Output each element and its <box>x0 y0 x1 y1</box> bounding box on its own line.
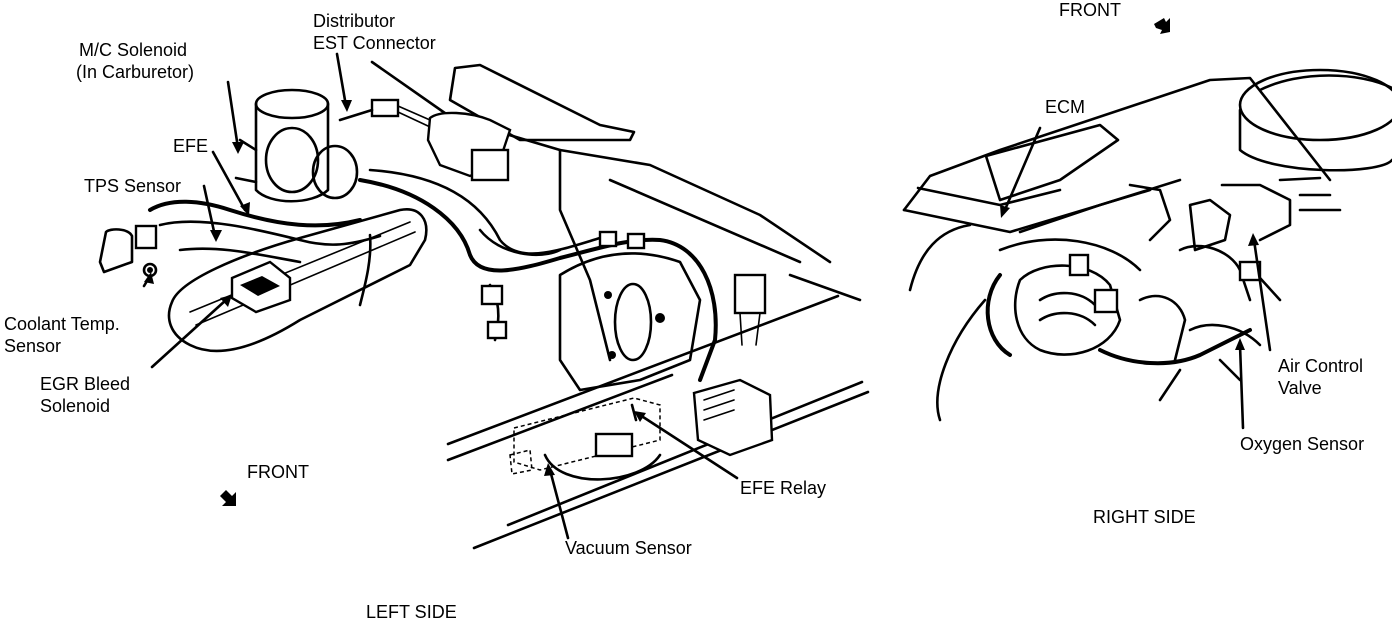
label-efe: EFE <box>173 136 209 156</box>
label-mc-solenoid-line2: (In Carburetor) <box>76 62 195 82</box>
label-air-control-line1: Air Control <box>1278 356 1364 376</box>
label-egr-line2: Solenoid <box>40 396 111 416</box>
label-coolant-line1: Coolant Temp. <box>4 314 120 334</box>
label-vacuum-sensor: Vacuum Sensor <box>565 538 692 558</box>
label-coolant-line2: Sensor <box>4 336 62 356</box>
label-ecm: ECM <box>1045 97 1085 117</box>
label-efe-relay: EFE Relay <box>740 478 827 498</box>
label-tps-sensor: TPS Sensor <box>84 176 182 196</box>
right-engine-drawing <box>902 18 1392 430</box>
label-air-control-line2: Valve <box>1278 378 1322 398</box>
caption-left-side: LEFT SIDE <box>366 602 457 622</box>
label-mc-solenoid-line1: M/C Solenoid <box>79 40 188 60</box>
label-distributor-line2: EST Connector <box>313 33 436 53</box>
label-front-left: FRONT <box>247 462 309 482</box>
label-egr-line1: EGR Bleed <box>40 374 131 394</box>
left-engine-drawing <box>98 52 870 550</box>
label-distributor-line1: Distributor <box>313 11 396 31</box>
caption-right-side: RIGHT SIDE <box>1093 507 1196 527</box>
label-front-right: FRONT <box>1059 0 1121 20</box>
label-oxygen-sensor: Oxygen Sensor <box>1240 434 1365 454</box>
